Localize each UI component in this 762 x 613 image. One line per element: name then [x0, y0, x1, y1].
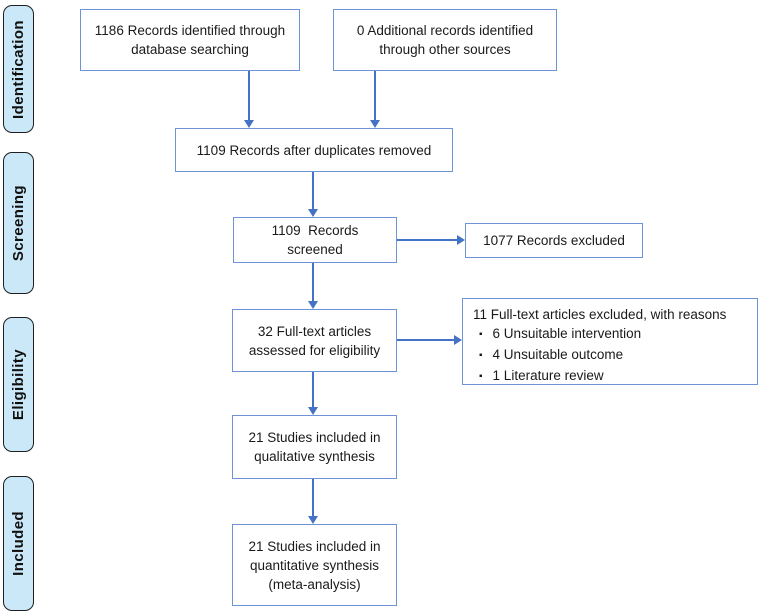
reason-item: ▪ 1 Literature review: [473, 366, 641, 387]
box-text-line: assessed for eligibility: [248, 342, 381, 358]
arrowhead-right-icon: [457, 235, 465, 245]
bullet-icon: ▪: [479, 350, 483, 361]
arrow-line: [374, 71, 376, 121]
arrowhead-down-icon: [308, 301, 318, 309]
box-text-line: 1186 Records identified through: [94, 23, 286, 38]
box-text-line: quantitative synthesis: [249, 557, 380, 573]
arrow-line: [248, 71, 250, 121]
stage-tab-eligibility: Eligibility: [3, 317, 34, 452]
stage-label-included: Included: [10, 511, 27, 576]
arrow-line: [312, 263, 314, 302]
box-text-line: 32 Full-text articles: [257, 323, 372, 339]
arrow-line: [397, 239, 458, 241]
arrow-line: [312, 372, 314, 408]
arrow-line: [312, 172, 314, 210]
box-text-line: 1077 Records excluded: [483, 233, 625, 248]
box-records-after-duplicates-removed: 1109 Records after duplicates removed: [175, 128, 453, 172]
stage-label-screening: Screening: [10, 184, 27, 262]
box-text-line: screened: [287, 242, 343, 257]
box-records-excluded: 1077 Records excluded: [465, 223, 643, 258]
stage-label-eligibility: Eligibility: [10, 348, 27, 421]
box-records-screened: 1109 Records screened: [233, 217, 397, 263]
arrow-line: [397, 339, 455, 341]
arrowhead-down-icon: [370, 120, 380, 128]
reason-text: 4 Unsuitable outcome: [492, 347, 624, 362]
bullet-icon: ▪: [479, 329, 483, 340]
arrowhead-right-icon: [454, 335, 462, 345]
bullet-icon: ▪: [479, 371, 483, 382]
fulltext-excluded-title: 11 Full-text articles excluded, with rea…: [473, 307, 727, 322]
stage-tab-included: Included: [3, 476, 34, 611]
box-fulltext-excluded: 11 Full-text articles excluded, with rea…: [462, 298, 758, 385]
reason-text: 1 Literature review: [492, 368, 604, 383]
arrowhead-down-icon: [308, 209, 318, 217]
reason-item: ▪ 4 Unsuitable outcome: [473, 345, 641, 366]
reason-item: ▪ 6 Unsuitable intervention: [473, 324, 641, 345]
arrowhead-down-icon: [308, 516, 318, 524]
box-quantitative-synthesis: 21 Studies included in quantitative synth…: [232, 524, 397, 606]
box-text-line: 1109 Records: [271, 223, 359, 238]
box-text-line: through other sources: [379, 42, 511, 57]
box-text-line: database searching: [131, 42, 249, 57]
stage-label-identification: Identification: [10, 19, 27, 119]
arrowhead-down-icon: [308, 407, 318, 415]
box-text-line: 21 Studies included in: [248, 538, 381, 554]
box-text-line: (meta-analysis): [268, 576, 361, 592]
box-qualitative-synthesis: 21 Studies included in qualitative synthe…: [232, 415, 397, 479]
box-fulltext-assessed: 32 Full-text articles assessed for eligib…: [232, 309, 397, 372]
stage-tab-identification: Identification: [3, 5, 34, 133]
box-text-line: 1109 Records after duplicates removed: [196, 142, 432, 158]
fulltext-excluded-reasons: ▪ 6 Unsuitable intervention ▪ 4 Unsuitable …: [473, 324, 641, 387]
box-records-identified-database: 1186 Records identified through database …: [80, 9, 300, 71]
stage-tab-screening: Screening: [3, 152, 34, 294]
box-text-line: 21 Studies included in: [248, 430, 381, 445]
box-additional-records-other-sources: 0 Additional records identified through o…: [333, 9, 557, 71]
arrow-line: [312, 479, 314, 517]
box-text-line: qualitative synthesis: [254, 449, 375, 464]
reason-text: 6 Unsuitable intervention: [492, 326, 642, 341]
arrowhead-down-icon: [244, 120, 254, 128]
box-text-line: 0 Additional records identified: [356, 23, 534, 38]
